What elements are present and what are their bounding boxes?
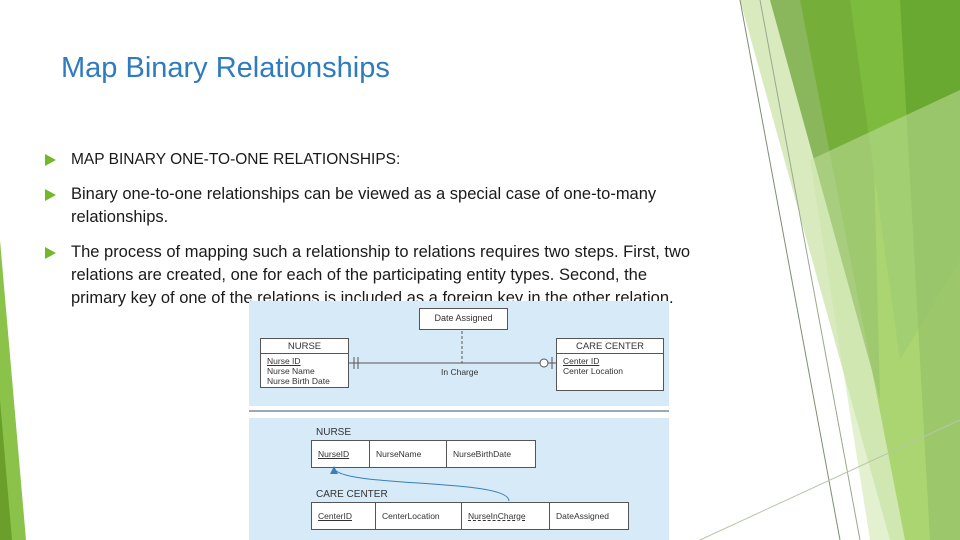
bullet-text: Binary one-to-one relationships can be v… xyxy=(71,185,657,226)
relation-column: CenterLocation xyxy=(376,503,462,529)
mapping-diagram: Date Assigned NURSE Nurse ID Nurse Name … xyxy=(249,301,669,540)
relationship-attribute-box: Date Assigned xyxy=(419,308,508,330)
relation-care-center-table: CenterID CenterLocation NurseInCharge Da… xyxy=(311,502,629,530)
bullet-arrow-icon xyxy=(45,247,56,259)
entity-attribute: Nurse Name xyxy=(267,366,315,376)
relation-column: NurseName xyxy=(370,441,447,467)
entity-attribute: Nurse ID xyxy=(267,356,301,366)
relation-column: NurseID xyxy=(312,441,370,467)
bullet-item: MAP BINARY ONE-TO-ONE RELATIONSHIPS: xyxy=(45,148,695,171)
entity-attribute: Center Location xyxy=(563,366,624,376)
foreign-key-arrow xyxy=(330,466,510,502)
entity-attribute: Nurse Birth Date xyxy=(267,376,330,386)
relation-column: NurseBirthDate xyxy=(453,449,512,459)
bullet-text: MAP BINARY ONE-TO-ONE RELATIONSHIPS: xyxy=(71,151,401,168)
er-connectors xyxy=(348,331,556,369)
bullet-arrow-icon xyxy=(45,189,56,201)
relation-name: NURSE xyxy=(316,427,352,438)
bullet-text: The process of mapping such a relationsh… xyxy=(71,243,691,307)
entity-care-center: CARE CENTER Center ID Center Location xyxy=(556,338,664,391)
bullet-item: Binary one-to-one relationships can be v… xyxy=(45,183,695,229)
relation-column: CenterID xyxy=(312,503,376,529)
entity-name: CARE CENTER xyxy=(557,339,663,354)
bullet-arrow-icon xyxy=(45,154,56,166)
entity-name: NURSE xyxy=(261,339,348,354)
relationship-label: In Charge xyxy=(441,367,479,377)
relation-name: CARE CENTER xyxy=(316,489,388,500)
bullet-list: MAP BINARY ONE-TO-ONE RELATIONSHIPS: Bin… xyxy=(45,148,695,322)
entity-attribute: Center ID xyxy=(563,356,600,366)
slide-title: Map Binary Relationships xyxy=(61,52,390,84)
divider xyxy=(249,410,669,412)
relation-column: DateAssigned xyxy=(556,511,609,521)
relationship-attribute-label: Date Assigned xyxy=(434,313,493,323)
relation-nurse-table: NurseID NurseName NurseBirthDate xyxy=(311,440,536,468)
entity-nurse: NURSE Nurse ID Nurse Name Nurse Birth Da… xyxy=(260,338,349,388)
relation-column: NurseInCharge xyxy=(462,503,550,529)
bullet-item: The process of mapping such a relationsh… xyxy=(45,241,695,310)
